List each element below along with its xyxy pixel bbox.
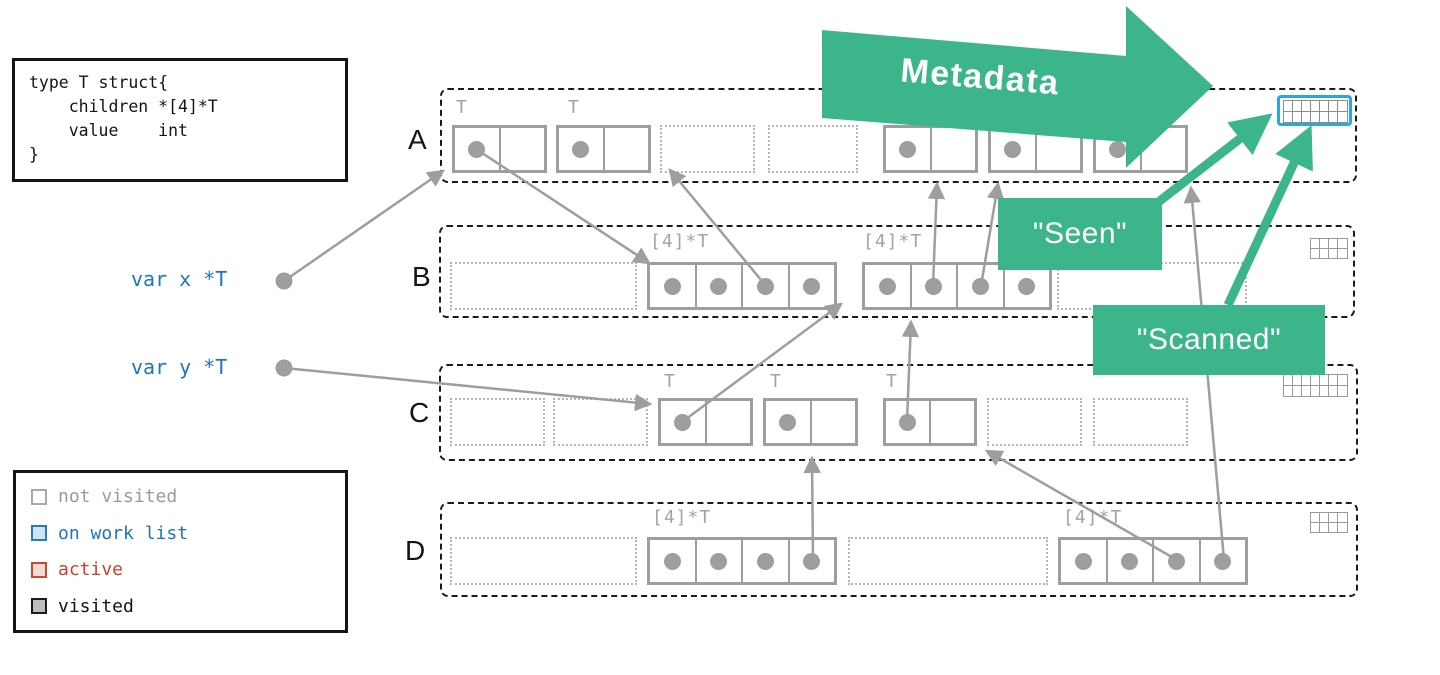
row-B-metadata-bitmap-icon [1310, 238, 1348, 259]
pointer-array [647, 537, 837, 585]
heap-row-B-label: B [412, 261, 431, 292]
type-label-array: [4]*T [652, 507, 712, 528]
var-x-pointer-dot [275, 272, 293, 290]
heap-object [658, 398, 753, 446]
active-swatch-icon [31, 561, 47, 578]
heap-object [556, 125, 651, 173]
heap-row-C [439, 364, 1358, 461]
type-label-T: T [664, 371, 676, 392]
value-cell [929, 128, 976, 170]
var-x-label: var x *T [131, 267, 228, 291]
pointer-array [1058, 537, 1248, 585]
legend-label: active [58, 559, 124, 581]
pointer-array [647, 262, 837, 310]
on-work-list-swatch-icon [31, 525, 47, 542]
heap-row-C-label: C [409, 397, 430, 428]
pointer-array [862, 262, 1052, 310]
pointer-cell [886, 128, 930, 170]
unvisited-slot [1093, 398, 1188, 446]
legend-box: not visited on work list active visited [13, 470, 348, 633]
pointer-cell [865, 265, 910, 307]
unvisited-slot [848, 537, 1048, 585]
unvisited-slot [660, 125, 755, 173]
pointer-cell [1096, 128, 1140, 170]
type-label-array: [4]*T [1063, 507, 1123, 528]
unvisited-slot [450, 262, 637, 310]
pointer-cell [741, 540, 788, 582]
var-y-label: var y *T [131, 355, 228, 379]
scanned-callout: "Scanned" [1093, 305, 1325, 375]
heap-row-D [440, 502, 1358, 597]
value-cell [602, 128, 649, 170]
value-cell [1139, 128, 1186, 170]
heap-object [883, 125, 978, 173]
value-cell [809, 401, 856, 443]
heap-object [1093, 125, 1188, 173]
heap-object [452, 125, 547, 173]
scanned-callout-label: "Scanned" [1136, 323, 1282, 356]
type-label-T: T [770, 371, 782, 392]
value-cell [1034, 128, 1081, 170]
legend-item-visited: visited [31, 596, 330, 617]
type-label-T: T [568, 97, 580, 118]
code-line: type T struct{ [29, 73, 169, 92]
value-cell [704, 401, 751, 443]
unvisited-slot [553, 398, 648, 446]
pointer-cell [1105, 540, 1153, 582]
row-A-worklist-bitmap-icon [1277, 95, 1352, 126]
pointer-cell [650, 540, 695, 582]
pointer-cell [741, 265, 788, 307]
legend-item-not-visited: not visited [31, 486, 330, 507]
type-label-T: T [456, 97, 468, 118]
unvisited-slot [768, 125, 858, 173]
pointer-cell [694, 540, 742, 582]
legend-label: not visited [58, 486, 178, 507]
pointer-cell [991, 128, 1035, 170]
pointer-cell [1002, 265, 1050, 307]
heap-row-D-label: D [405, 535, 426, 566]
legend-label: visited [58, 595, 134, 617]
pointer-cell [909, 265, 957, 307]
code-line: children *[4]*T [29, 96, 218, 116]
type-definition-box: type T struct{ children *[4]*T value int… [12, 58, 348, 182]
pointer-cell [1061, 540, 1106, 582]
unvisited-slot [987, 398, 1082, 446]
var-y-pointer-dot [275, 359, 293, 377]
pointer-cell [1152, 540, 1199, 582]
row-C-metadata-bitmap-icon [1283, 374, 1348, 397]
value-cell [929, 401, 974, 443]
heap-object [763, 398, 858, 446]
pointer-cell [650, 265, 695, 307]
unvisited-slot [450, 398, 545, 446]
value-cell [498, 128, 545, 170]
pointer-cell [661, 401, 705, 443]
pointer-cell [886, 401, 929, 443]
pointer-cell [1198, 540, 1246, 582]
pointer-cell [766, 401, 810, 443]
type-label-T: T [886, 371, 898, 392]
type-label-array: [4]*T [863, 231, 923, 252]
pointer-cell [559, 128, 603, 170]
seen-callout: "Seen" [998, 198, 1162, 270]
legend-item-active: active [31, 559, 330, 580]
unvisited-slot [450, 537, 637, 585]
pointer-cell [694, 265, 742, 307]
visited-swatch-icon [31, 598, 47, 615]
legend-item-on-work-list: on work list [31, 523, 330, 544]
seen-callout-label: "Seen" [1032, 217, 1128, 250]
pointer-cell [956, 265, 1003, 307]
code-line: } [29, 144, 39, 164]
pointer-cell [787, 265, 835, 307]
code-line: value int [29, 120, 188, 140]
not-visited-swatch-icon [31, 488, 47, 505]
pointer-cell [455, 128, 499, 170]
heap-object [988, 125, 1083, 173]
heap-row-A-label: A [408, 124, 427, 155]
heap-object [883, 398, 977, 446]
legend-label: on work list [58, 522, 189, 544]
row-D-metadata-bitmap-icon [1310, 512, 1348, 533]
type-label-array: [4]*T [650, 231, 710, 252]
pointer-cell [787, 540, 835, 582]
